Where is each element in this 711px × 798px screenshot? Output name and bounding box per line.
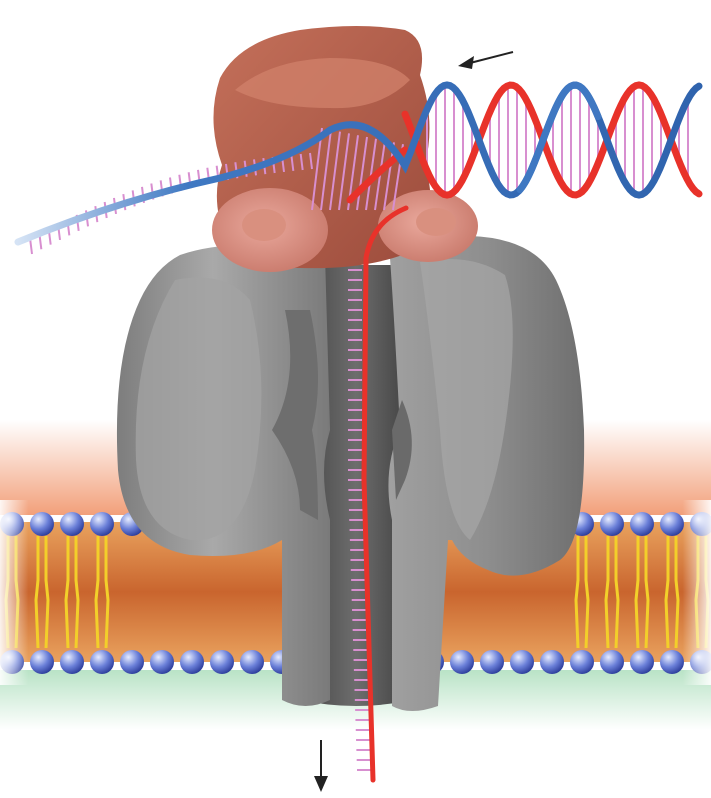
base-pair-rung <box>356 136 368 211</box>
dna-strand-red-through-pore <box>361 205 409 783</box>
dna-strand-blue <box>14 81 703 246</box>
arrow-left-icon <box>458 51 514 69</box>
base-pair-rung <box>320 129 332 211</box>
single-strand-base <box>299 153 304 171</box>
translocon-left-lobe-highlight <box>135 277 262 541</box>
helicase-left-lobe-center <box>242 209 286 241</box>
helicase-motor <box>212 26 478 272</box>
base-pair-rung <box>365 138 377 211</box>
helicase-right-lobe-center <box>416 208 456 236</box>
helicase-top-ridge <box>235 58 410 109</box>
base-pair-rung <box>338 133 350 211</box>
base-pair-rung <box>311 127 323 211</box>
translocon-right-groove <box>392 400 412 500</box>
base-pair-rung <box>329 131 341 211</box>
single-strand-base <box>290 154 295 172</box>
arrow-down-icon <box>314 740 328 792</box>
translocon-left-groove <box>272 310 319 520</box>
translocon-right-lobe-highlight <box>420 258 513 540</box>
dna-molecule <box>14 81 703 783</box>
dna-strand-blue-front <box>516 81 602 194</box>
single-strand-base <box>309 152 313 170</box>
single-strand-bases-translocated <box>348 269 371 771</box>
translocon-complex <box>116 236 585 711</box>
